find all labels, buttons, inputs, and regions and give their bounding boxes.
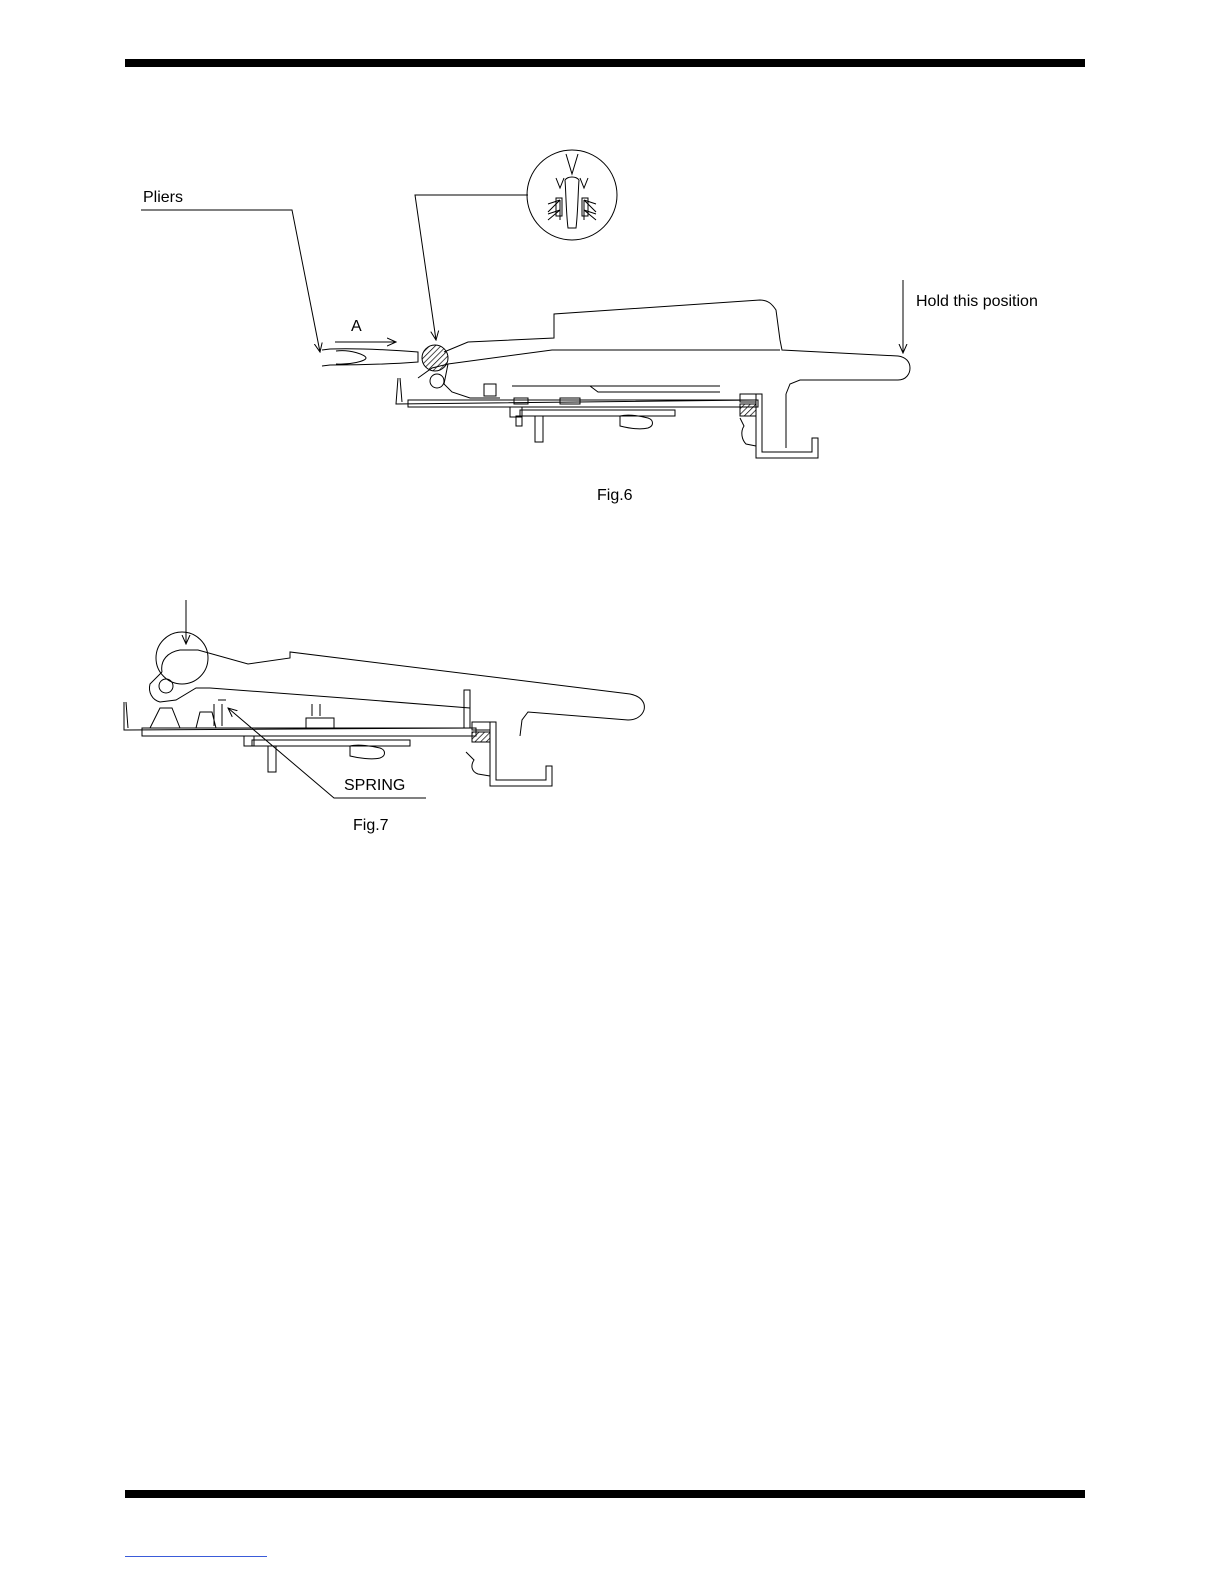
fig6-hold-label: Hold this position bbox=[916, 293, 1038, 311]
fig6-direction-label: A bbox=[351, 318, 362, 336]
fig7-caption: Fig.7 bbox=[353, 817, 389, 835]
fig6-zoom-detail bbox=[527, 150, 617, 240]
fig7-drawing bbox=[124, 600, 644, 798]
fig7-base-frame bbox=[124, 702, 476, 730]
fig7-detail-circle bbox=[156, 632, 208, 684]
fig7-spring-label: SPRING bbox=[344, 777, 405, 795]
fig6-hatched-block bbox=[740, 404, 756, 416]
fig6-zoom-leader bbox=[415, 195, 528, 340]
fig6-pliers-leader bbox=[141, 210, 320, 352]
fig6-arm bbox=[444, 300, 910, 394]
fig7-hatched-block bbox=[472, 732, 490, 742]
fig6-pliers-label: Pliers bbox=[143, 189, 183, 207]
fig7-arm bbox=[162, 650, 645, 736]
fig6-drawing bbox=[141, 195, 910, 458]
fig6-caption: Fig.6 bbox=[597, 487, 633, 505]
